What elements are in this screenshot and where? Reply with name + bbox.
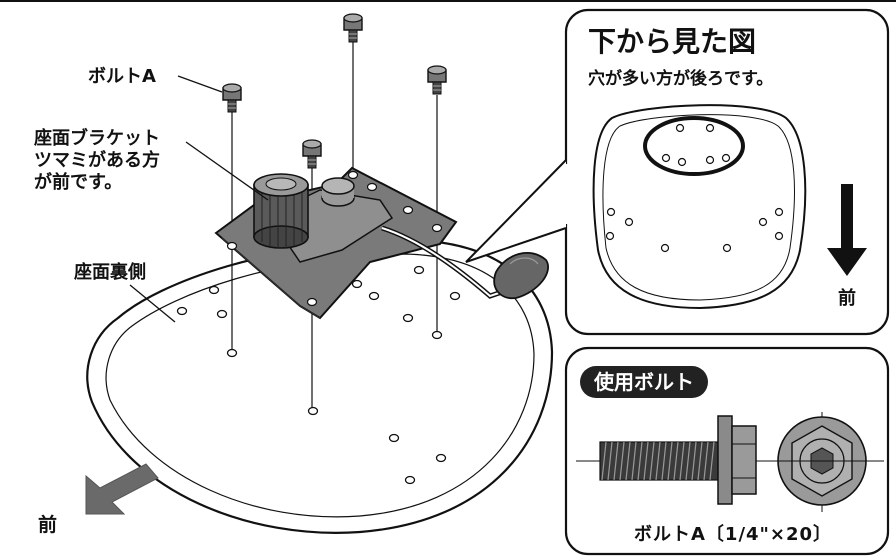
seat-leader [129, 284, 176, 323]
bolt-a-label: ボルトA [88, 66, 156, 87]
bracket-label-line2: ツマミがある方 [34, 150, 160, 171]
seat-holes [176, 265, 461, 485]
bolt-icon [343, 13, 363, 43]
bottom-view-panel [465, 8, 890, 336]
seat-underside-label: 座面裏側 [74, 262, 146, 283]
bracket-label-line3: が前です。 [34, 172, 123, 193]
down-arrow-icon [827, 184, 867, 276]
bolt-spec-panel [564, 346, 890, 556]
bracket-label-line1: 座面ブラケット [34, 128, 160, 149]
bracket-lever [381, 225, 549, 300]
bottom-view-title: 下から見た図 [588, 25, 757, 58]
bolt-icon [302, 139, 322, 169]
front-arrow-icon [85, 463, 159, 515]
bottom-view-front-label: 前 [838, 288, 856, 309]
bolt-icon [222, 83, 242, 113]
bolt-icon [427, 65, 447, 95]
bolt-spec-caption: ボルトA〔1/4"×20〕 [634, 524, 833, 545]
bracket-label: 座面ブラケット ツマミがある方 が前です。 [34, 128, 160, 194]
front-label: 前 [38, 514, 58, 536]
bracket-leader [185, 141, 269, 201]
bolt-a-leader [177, 75, 223, 93]
bracket-knob [253, 173, 309, 249]
seat-underside [86, 238, 554, 534]
bottom-view-subtitle: 穴が多い方が後ろです。 [588, 69, 774, 89]
bolt-used-badge: 使用ボルト [580, 366, 708, 398]
